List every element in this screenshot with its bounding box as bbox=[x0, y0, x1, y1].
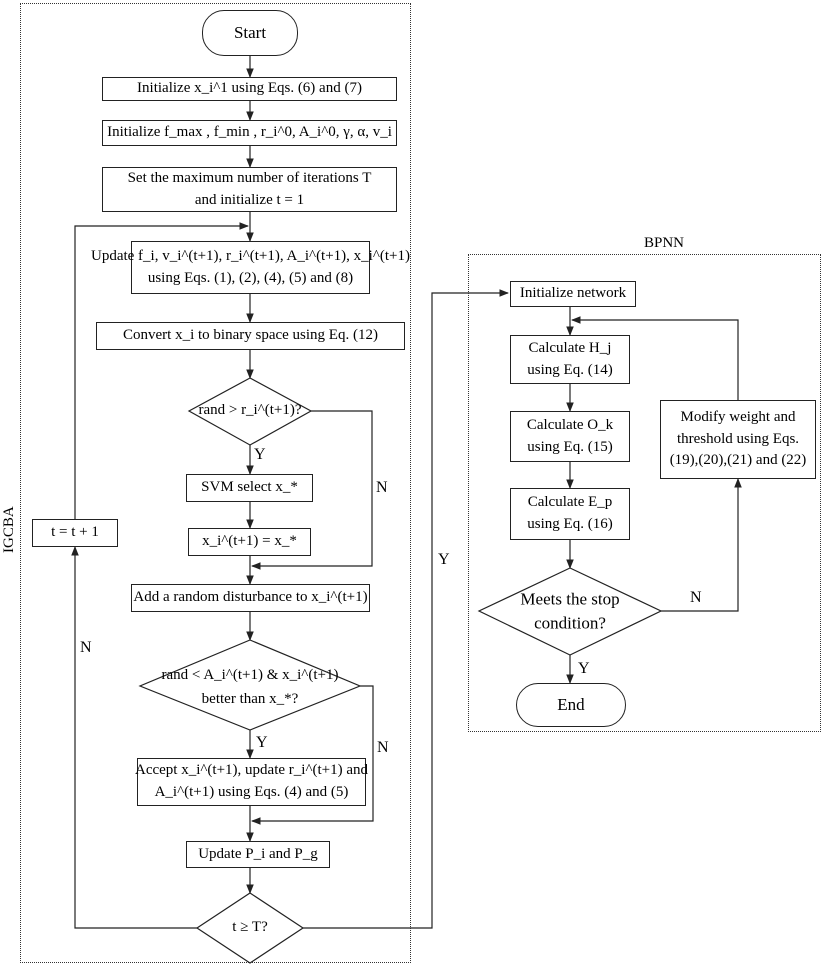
arrow-stop-modify bbox=[661, 478, 742, 612]
arrow-to-bpnn bbox=[303, 289, 509, 929]
label-rand-yes: Y bbox=[254, 446, 266, 463]
label-rand-no: N bbox=[376, 479, 388, 496]
label-stop-no: N bbox=[690, 589, 702, 606]
decision-rand-shape bbox=[187, 377, 313, 446]
calc-h-line2: using Eq. (14) bbox=[527, 361, 613, 378]
arrow-modify-loop bbox=[571, 316, 739, 400]
accept-line2: A_i^(t+1) using Eqs. (4) and (5) bbox=[154, 784, 349, 800]
accept-box: Accept x_i^(t+1), update r_i^(t+1) and A… bbox=[135, 758, 369, 806]
modify-line3: (19),(20),(21) and (22) bbox=[669, 452, 807, 469]
disturb-label: Add a random disturbance to x_i^(t+1) bbox=[133, 589, 368, 606]
arrow-loop-no bbox=[71, 546, 197, 929]
init-network-box: Initialize network bbox=[510, 281, 636, 307]
init-network-label: Initialize network bbox=[519, 285, 627, 302]
increment-box: t = t + 1 bbox=[32, 519, 118, 547]
svm-select-label: SVM select x_* bbox=[201, 479, 298, 496]
convert-label: Convert x_i to binary space using Eq. (1… bbox=[123, 327, 378, 344]
decision-accept-line1: rand < A_i^(t+1) & x_i^(t+1) bbox=[161, 667, 339, 684]
label-loop-no: N bbox=[80, 639, 92, 656]
accept-line1: Accept x_i^(t+1), update r_i^(t+1) and bbox=[135, 762, 369, 779]
bpnn-group-label: BPNN bbox=[644, 235, 685, 251]
calc-h-box: Calculate H_j using Eq. (14) bbox=[510, 335, 630, 384]
decision-accept-line2: better than x_*? bbox=[201, 691, 299, 708]
calc-e-line1: Calculate E_p bbox=[527, 494, 613, 511]
set-iterations-line1: Set the maximum number of iterations T bbox=[127, 169, 372, 186]
set-iterations-box: Set the maximum number of iterations T a… bbox=[102, 167, 397, 212]
arrow-decision-no bbox=[251, 410, 373, 570]
modify-line2: threshold using Eqs. bbox=[676, 430, 800, 447]
modify-line1: Modify weight and bbox=[680, 408, 796, 425]
decision-t-label: t ≥ T? bbox=[232, 919, 268, 936]
arrow-loop-back bbox=[74, 222, 249, 519]
calc-o-line2: using Eq. (15) bbox=[527, 438, 613, 455]
start-terminal: Start bbox=[202, 10, 298, 56]
label-accept-no: N bbox=[377, 739, 389, 756]
update-p-label: Update P_i and P_g bbox=[198, 845, 318, 862]
decision-stop-line1: Meets the stop bbox=[520, 589, 620, 609]
decision-t-shape bbox=[195, 892, 305, 964]
igcba-group bbox=[20, 3, 411, 963]
convert-box: Convert x_i to binary space using Eq. (1… bbox=[96, 322, 405, 350]
decision-rand-label: rand > r_i^(t+1)? bbox=[198, 402, 302, 419]
increment-label: t = t + 1 bbox=[51, 524, 99, 541]
assign-box: x_i^(t+1) = x_* bbox=[188, 528, 311, 556]
modify-box: Modify weight and threshold using Eqs. (… bbox=[660, 400, 816, 479]
assign-label: x_i^(t+1) = x_* bbox=[202, 533, 297, 550]
init-x-label: Initialize x_i^1 using Eqs. (6) and (7) bbox=[137, 80, 362, 97]
decision-accept-shape bbox=[138, 639, 362, 731]
calc-e-box: Calculate E_p using Eq. (16) bbox=[510, 488, 630, 540]
init-params-label: Initialize f_max , f_min , r_i^0, A_i^0,… bbox=[107, 124, 392, 141]
update-line1: Update f_i, v_i^(t+1), r_i^(t+1), A_i^(t… bbox=[90, 247, 411, 264]
calc-e-line2: using Eq. (16) bbox=[527, 516, 613, 532]
end-label: End bbox=[557, 694, 585, 714]
decision-stop-shape bbox=[477, 567, 663, 656]
decision-stop-line2: condition? bbox=[534, 613, 606, 633]
update-box: Update f_i, v_i^(t+1), r_i^(t+1), A_i^(t… bbox=[91, 241, 410, 294]
calc-o-line1: Calculate O_k bbox=[526, 416, 614, 433]
init-params-box: Initialize f_max , f_min , r_i^0, A_i^0,… bbox=[102, 120, 397, 146]
bpnn-group bbox=[468, 254, 821, 732]
calc-h-line1: Calculate H_j bbox=[528, 339, 612, 356]
end-terminal: End bbox=[516, 683, 626, 727]
label-accept-yes: Y bbox=[256, 734, 268, 751]
init-x-box: Initialize x_i^1 using Eqs. (6) and (7) bbox=[102, 77, 397, 101]
label-to-bpnn-yes: Y bbox=[438, 551, 450, 568]
update-line2: using Eqs. (1), (2), (4), (5) and (8) bbox=[147, 269, 354, 286]
svm-select-box: SVM select x_* bbox=[186, 474, 313, 502]
arrow-accept-no bbox=[251, 685, 374, 825]
start-label: Start bbox=[233, 22, 267, 42]
label-stop-yes: Y bbox=[578, 660, 590, 677]
update-p-box: Update P_i and P_g bbox=[186, 841, 330, 868]
calc-o-box: Calculate O_k using Eq. (15) bbox=[510, 411, 630, 462]
set-iterations-line2: and initialize t = 1 bbox=[194, 191, 305, 208]
disturb-box: Add a random disturbance to x_i^(t+1) bbox=[131, 584, 370, 612]
